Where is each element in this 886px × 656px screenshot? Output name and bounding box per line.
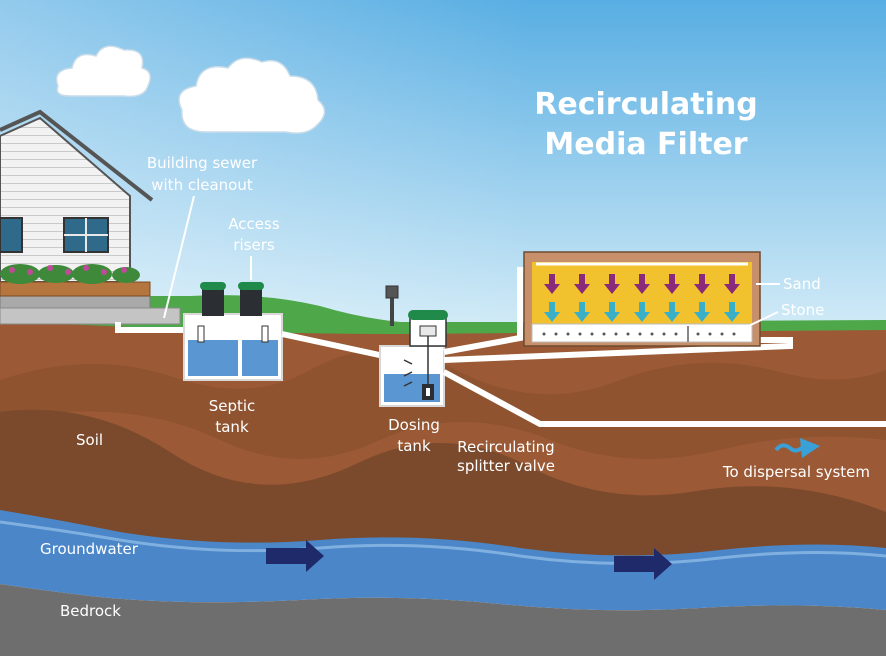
- filter-return-pipe: [443, 337, 793, 363]
- label-access-risers: Access: [228, 215, 280, 233]
- stone-label-leader: [739, 311, 779, 331]
- groundwater-highlight: [0, 520, 886, 566]
- down-arrow-icon: [544, 302, 560, 322]
- label-building-sewer-2: with cleanout: [151, 176, 253, 194]
- flow-arrow-icon: [266, 540, 324, 572]
- house-roof-edge: [0, 109, 154, 202]
- cloud-large: [178, 57, 326, 134]
- label-bedrock: Bedrock: [60, 602, 121, 620]
- label-sand: Sand: [783, 275, 821, 293]
- down-arrow-icon: [544, 274, 560, 294]
- septic-tank: [183, 282, 283, 381]
- flower-bushes: [0, 264, 140, 284]
- down-arrow-icon: [664, 302, 680, 322]
- down-arrow-icon: [634, 302, 650, 322]
- media-filter: [523, 251, 761, 347]
- house: [0, 109, 181, 325]
- house-foundation-lower: [0, 307, 181, 325]
- down-arrow-icon: [694, 274, 710, 294]
- filter-flow-arrows: [544, 274, 740, 322]
- label-dosing-tank: Dosing: [388, 416, 440, 434]
- septic-to-dosing-pipe: [281, 331, 385, 359]
- down-arrow-icon: [604, 302, 620, 322]
- house-foundation: [0, 295, 151, 309]
- label-soil: Soil: [76, 431, 103, 449]
- control-panel-post: [385, 285, 399, 326]
- label-stone: Stone: [781, 301, 824, 319]
- down-arrow-icon: [694, 302, 710, 322]
- flow-arrow-icon: [614, 548, 672, 580]
- label-splitter-valve-2: splitter valve: [457, 457, 555, 475]
- down-arrow-icon: [574, 302, 590, 322]
- diagram-title-line2: Media Filter: [544, 127, 747, 162]
- house-window-left: [0, 217, 23, 253]
- label-groundwater: Groundwater: [40, 540, 139, 558]
- down-arrow-icon: [634, 274, 650, 294]
- wave-arrow-icon: [774, 438, 820, 458]
- sewer-label-leader: [163, 195, 195, 319]
- down-arrow-icon: [604, 274, 620, 294]
- label-septic-tank: Septic: [209, 397, 256, 415]
- soil-lower-layer: [0, 409, 886, 560]
- groundwater-layer: [0, 510, 886, 611]
- label-building-sewer: Building sewer: [147, 154, 258, 172]
- label-dispersal: To dispersal system: [722, 463, 870, 481]
- flower-box: [0, 281, 151, 297]
- label-dosing-tank-2: tank: [397, 437, 431, 455]
- down-arrow-icon: [664, 274, 680, 294]
- label-septic-tank-2: tank: [215, 418, 249, 436]
- building-sewer-pipe: [115, 322, 184, 333]
- down-arrow-icon: [574, 274, 590, 294]
- diagram-title-line1: Recirculating: [534, 87, 757, 122]
- down-arrow-icon: [724, 274, 740, 294]
- dosing-tank: [379, 310, 448, 407]
- outflow-pipe: [442, 369, 886, 427]
- bedrock-layer: [0, 584, 886, 656]
- distribution-holes: [542, 332, 736, 336]
- label-access-risers-2: risers: [233, 236, 275, 254]
- label-splitter-valve: Recirculating: [457, 438, 554, 456]
- down-arrow-icon: [724, 302, 740, 322]
- cloud-small: [55, 45, 151, 98]
